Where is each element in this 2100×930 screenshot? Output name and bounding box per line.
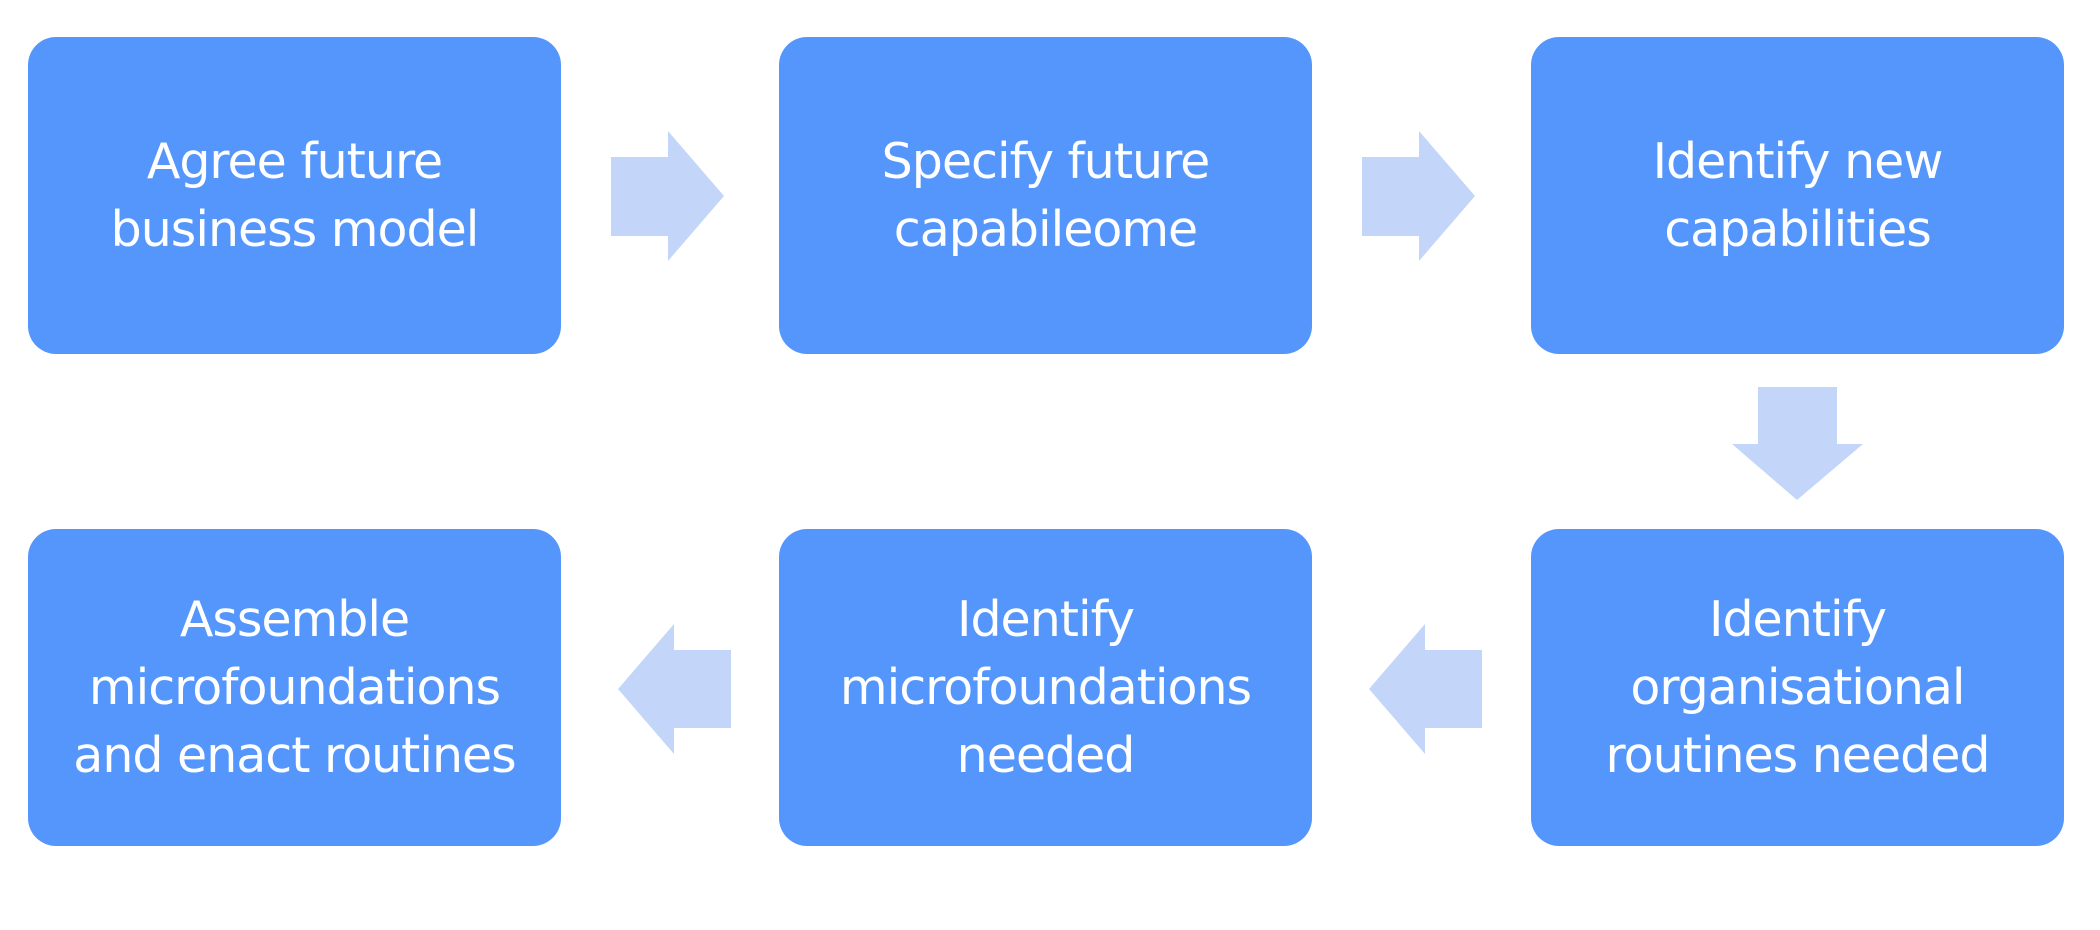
step-label: Assemble microfoundations and enact rout… [73,590,516,784]
step-label: Identify new capabilities [1652,132,1944,258]
step-identify-organisational-routines: Identify organisational routines needed [1531,529,2064,846]
arrow-down-icon [1732,387,1863,501]
step-label: Specify future capabileome [881,132,1211,258]
step-label: Agree future business model [110,132,480,258]
step-specify-capabileome: Specify future capabileome [779,37,1312,354]
arrow-left-icon [1369,624,1483,755]
step-label: Identify organisational routines needed [1605,590,1991,784]
step-identify-new-capabilities: Identify new capabilities [1531,37,2064,354]
step-identify-microfoundations: Identify microfoundations needed [779,529,1312,846]
arrow-right-icon [1362,131,1476,262]
step-agree-business-model: Agree future business model [28,37,561,354]
arrow-left-icon [618,624,732,755]
step-label: Identify microfoundations needed [839,590,1252,784]
step-assemble-microfoundations: Assemble microfoundations and enact rout… [28,529,561,846]
arrow-right-icon [611,131,725,262]
